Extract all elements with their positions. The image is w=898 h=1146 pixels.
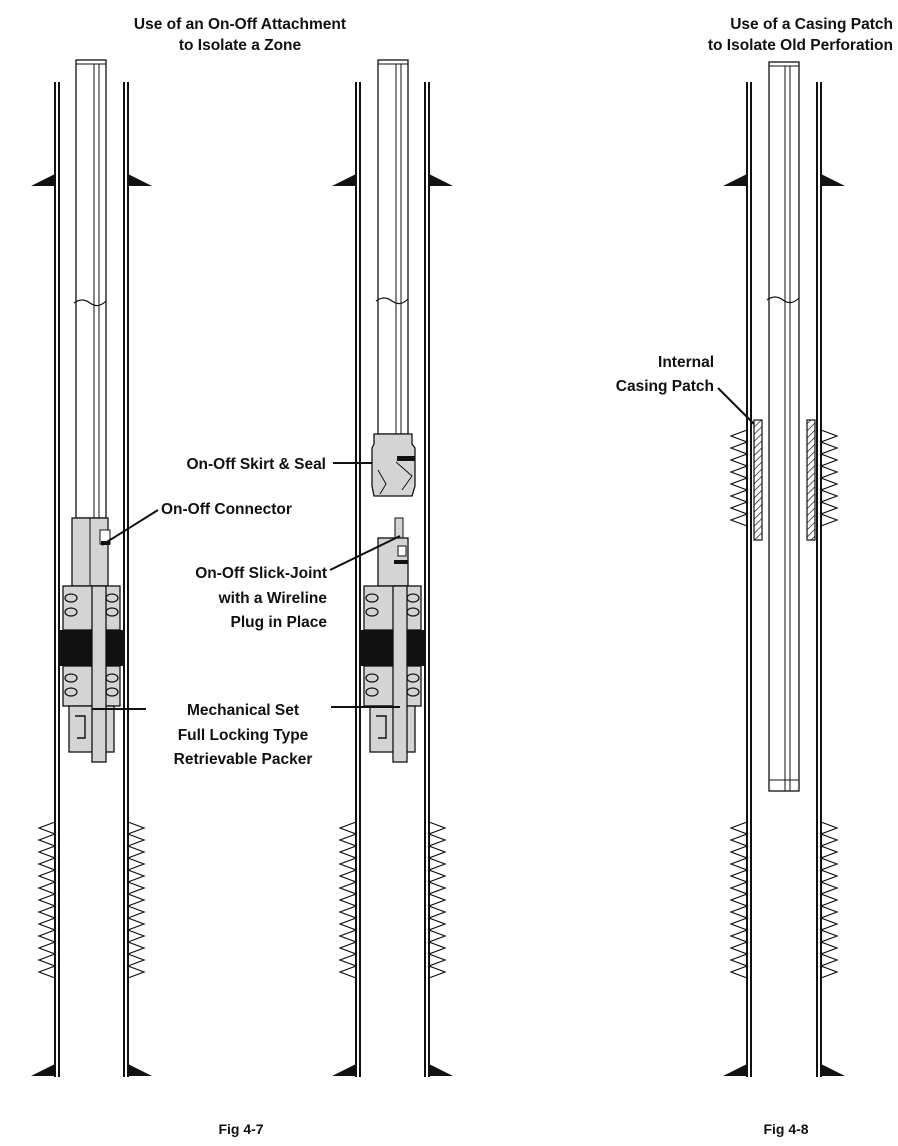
casing-shoe-marker: [332, 174, 356, 186]
label-patch-line2: Casing Patch: [616, 378, 714, 395]
perforation-right: [819, 429, 839, 527]
well-1-on-off-connector: [71, 517, 111, 587]
packer-spring-coil: [64, 687, 78, 697]
casing-shoe-marker: [31, 1064, 55, 1076]
label-slick-joint-line3: Plug in Place: [231, 614, 328, 631]
label-patch-line1: Internal: [658, 354, 714, 371]
well-2-tubing: [375, 59, 409, 435]
packer-spring-coil: [64, 607, 78, 617]
packer-mandrel: [392, 585, 408, 763]
casing-shoe-marker: [821, 174, 845, 186]
casing-shoe-marker: [723, 174, 747, 186]
packer-spring-coil: [365, 673, 379, 683]
packer-j-slot: [75, 715, 86, 739]
fig-4-7-title-line1: Use of an On-Off Attachment: [134, 16, 346, 33]
casing-shoe-marker: [723, 1064, 747, 1076]
casing-shoe-marker: [128, 174, 152, 186]
perforation-right: [427, 821, 447, 979]
packer-spring-coil: [365, 607, 379, 617]
label-on-off-connector: On-Off Connector: [161, 501, 292, 518]
label-slick-joint-line1: On-Off Slick-Joint: [195, 565, 327, 582]
packer-spring-coil: [365, 593, 379, 603]
well-2-casing: [332, 82, 453, 1077]
perforation-right: [126, 821, 146, 979]
leader-lines: [92, 387, 755, 710]
casing-shoe-marker: [332, 1064, 356, 1076]
fig-4-7-title-line2: to Isolate a Zone: [179, 37, 302, 54]
on-off-skirt-seal: [371, 433, 416, 497]
perforation-left: [338, 821, 358, 979]
packer-spring-coil: [64, 673, 78, 683]
label-packer-line2: Full Locking Type: [178, 727, 309, 744]
perforation-left: [37, 821, 57, 979]
label-packer-line1: Mechanical Set: [187, 702, 299, 719]
casing-shoe-marker: [429, 174, 453, 186]
label-slick-joint-line2: with a Wireline: [218, 590, 328, 607]
label-on-off-skirt-seal: On-Off Skirt & Seal: [186, 456, 326, 473]
well-3-tubing: [766, 61, 800, 792]
label-packer-line3: Retrievable Packer: [174, 751, 313, 768]
on-off-slick-joint: [377, 517, 409, 587]
well-1-packer: [59, 585, 124, 763]
perforation-left: [729, 821, 749, 979]
well-1-tubing: [73, 59, 107, 519]
perforation-right: [819, 821, 839, 979]
casing-shoe-marker: [31, 174, 55, 186]
internal-casing-patch: [753, 419, 816, 541]
well-1-casing: [31, 82, 152, 1077]
fig-4-8-title-line1: Use of a Casing Patch: [730, 16, 893, 33]
packer-j-slot: [376, 715, 387, 739]
fig-4-8-caption: Fig 4-8: [763, 1121, 808, 1137]
packer-spring-coil: [64, 593, 78, 603]
casing-shoe-marker: [429, 1064, 453, 1076]
casing-shoe-marker: [128, 1064, 152, 1076]
fig-4-8-title-line2: to Isolate Old Perforation: [708, 37, 893, 54]
fig-4-7-caption: Fig 4-7: [218, 1121, 263, 1137]
well-2-packer: [360, 585, 425, 763]
packer-mandrel: [91, 585, 107, 763]
perforation-left: [729, 429, 749, 527]
casing-shoe-marker: [821, 1064, 845, 1076]
well-3-casing: [723, 82, 845, 1077]
packer-spring-coil: [365, 687, 379, 697]
